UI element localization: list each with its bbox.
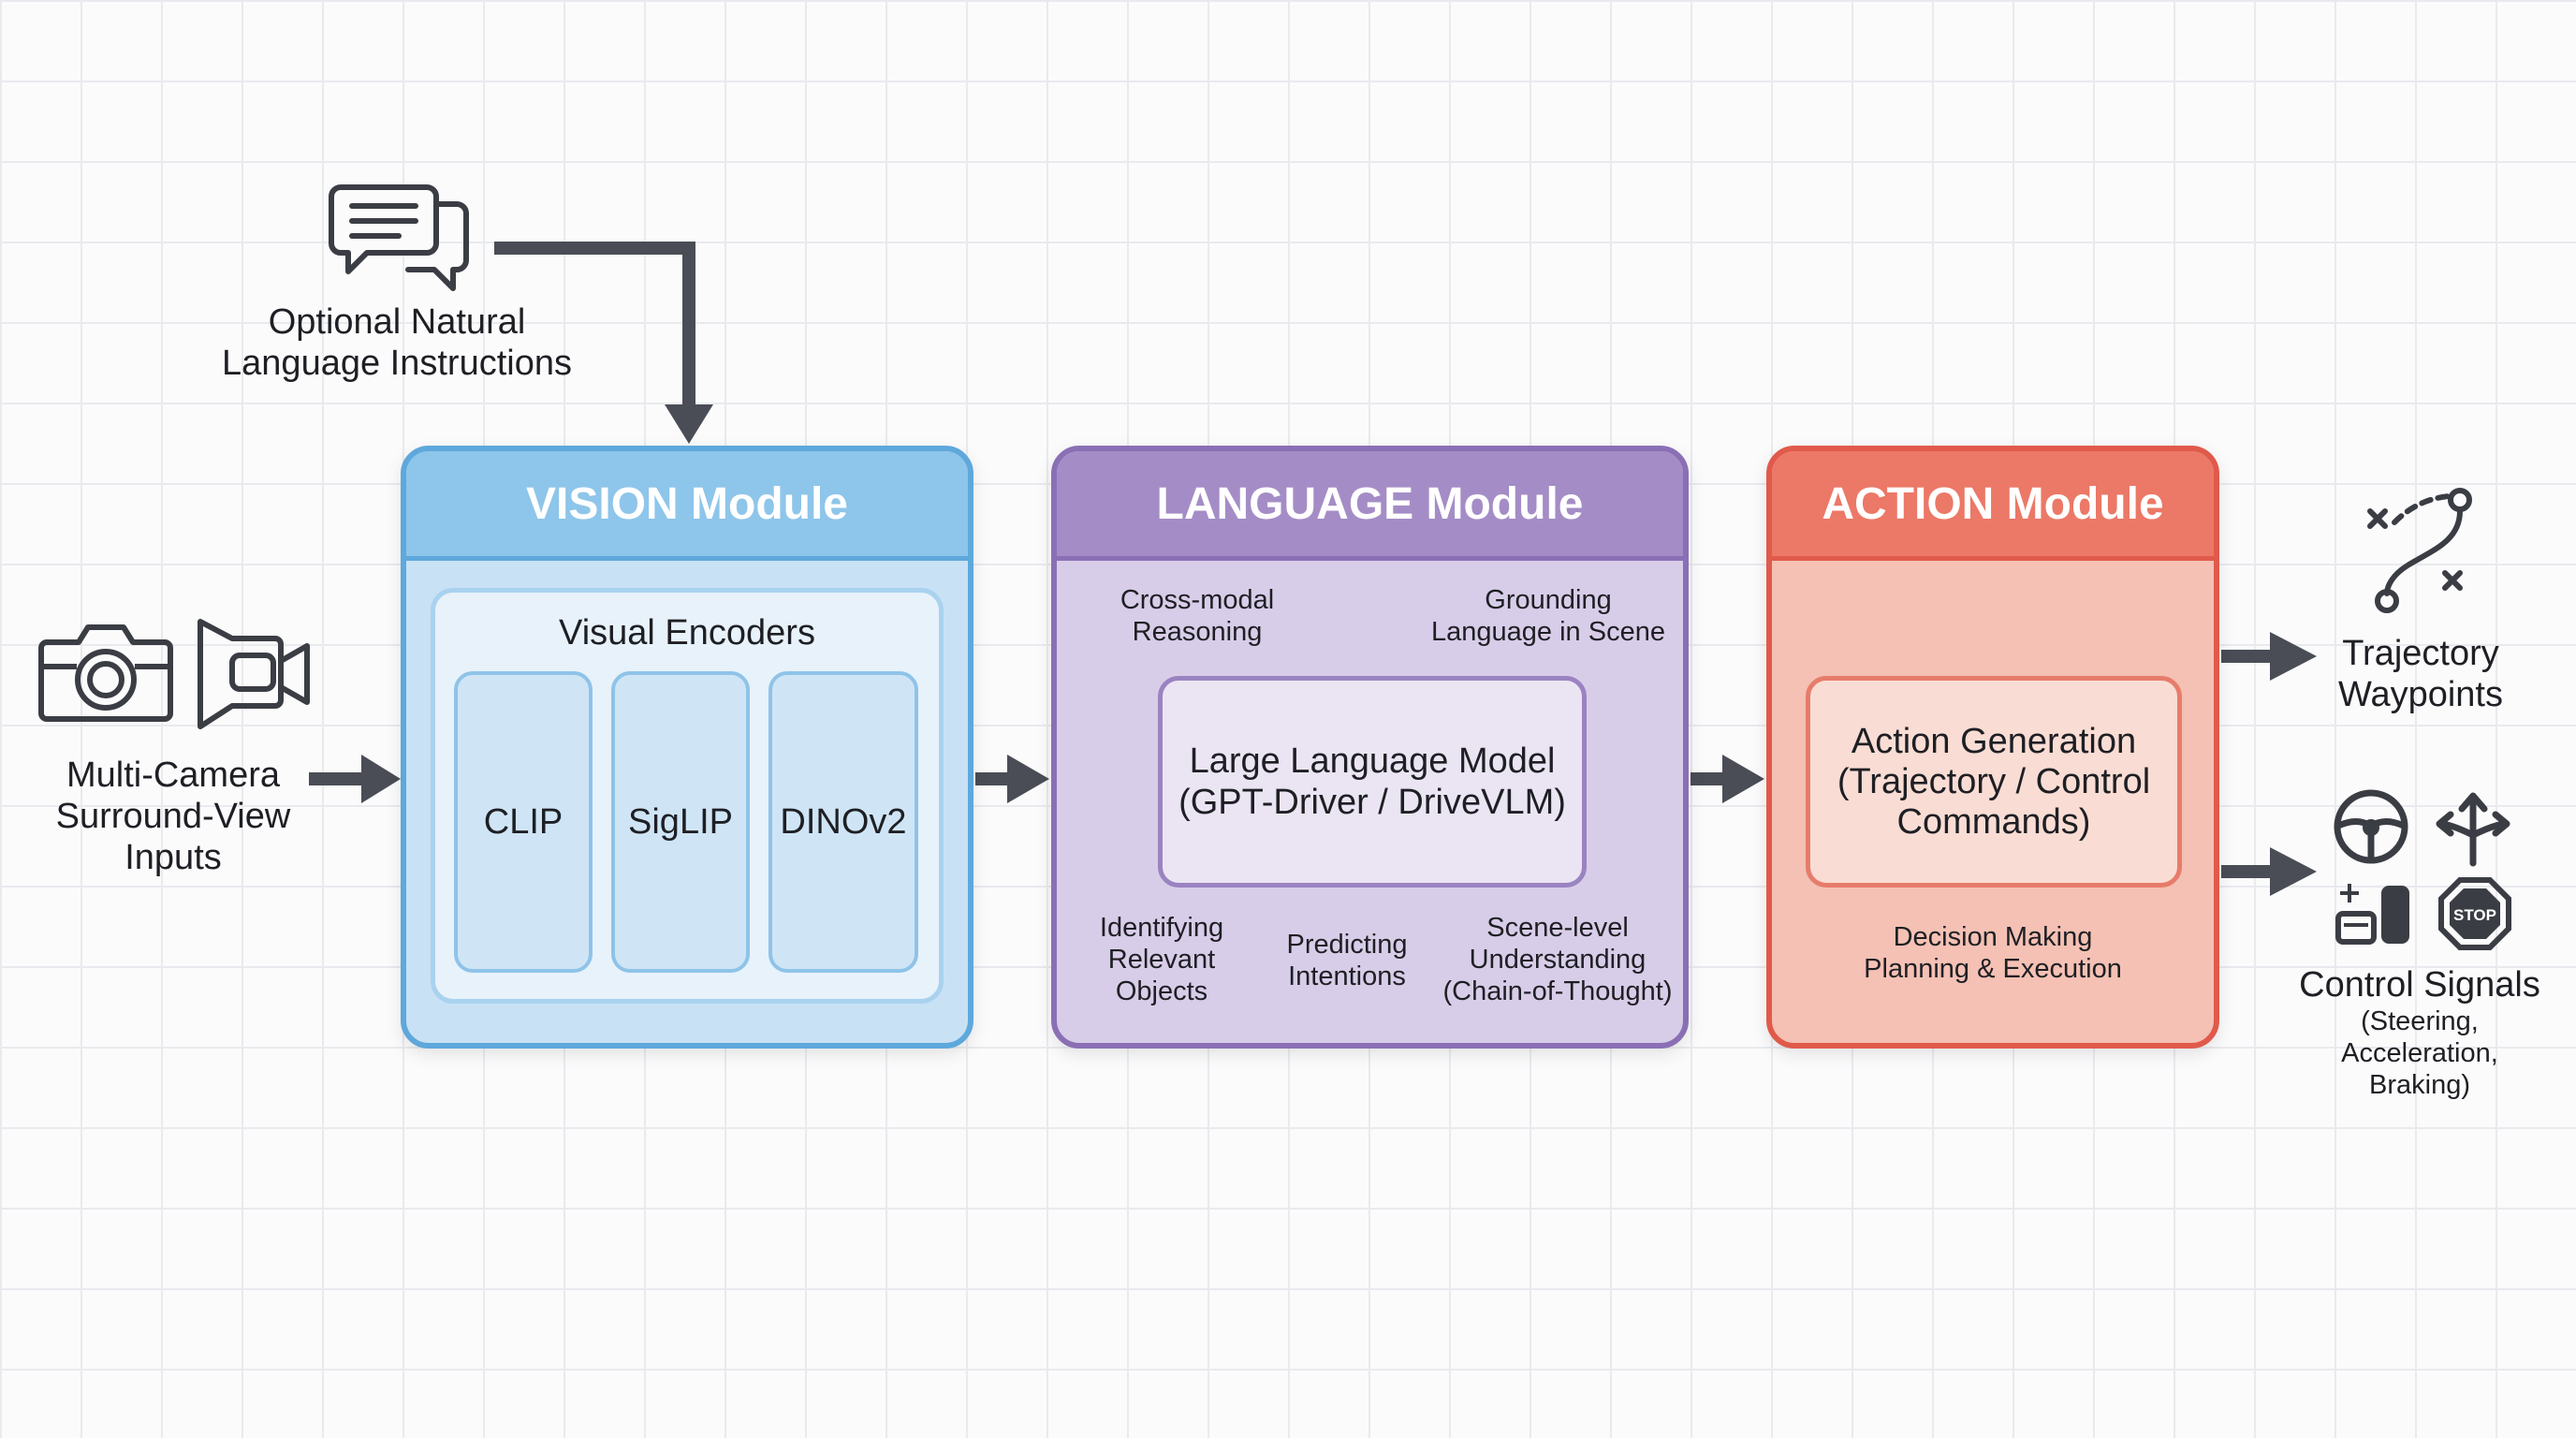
stop-sign-text: STOP — [2453, 906, 2496, 924]
visual-encoders-title: Visual Encoders — [559, 613, 815, 653]
grounding-language-label: Grounding Language in Scene — [1422, 584, 1675, 648]
scene-line1: Scene-level — [1486, 913, 1629, 943]
control-title: Control Signals — [2299, 965, 2540, 1005]
control-arrow-head — [2270, 847, 2317, 896]
instructions-label-line2: Language Instructions — [222, 344, 572, 383]
trajectory-icon — [2367, 488, 2472, 613]
chat-bubbles-icon — [329, 184, 469, 291]
identifying-line2: Relevant — [1107, 945, 1216, 975]
identifying-line1: Identifying — [1099, 913, 1224, 943]
action-gen-line3: Commands) — [1896, 801, 2091, 842]
control-line3: Braking) — [2369, 1070, 2470, 1100]
encoder-siglip: SigLIP — [611, 671, 750, 973]
decision-line2: Planning & Execution — [1864, 954, 2122, 984]
control-line1: (Steering, — [2361, 1006, 2479, 1036]
instructions-arrow-head — [665, 404, 713, 444]
instructions-arrow-horizontal — [494, 242, 695, 255]
camera-icon — [38, 624, 173, 722]
action-gen-line2: (Trajectory / Control — [1837, 761, 2151, 801]
steering-wheel-icon — [2334, 789, 2408, 864]
language-module: LANGUAGE Module Cross-modal Reasoning Gr… — [1051, 446, 1689, 1049]
scene-line3: (Chain-of-Thought) — [1442, 976, 1673, 1006]
inputs-label: Multi-Camera Surround-View Inputs — [19, 755, 328, 878]
encoder-dinov2: DINOv2 — [768, 671, 918, 973]
cross-modal-reasoning-label: Cross-modal Reasoning — [1085, 584, 1310, 648]
decision-making-caption: Decision Making Planning & Execution — [1772, 921, 2214, 985]
inputs-arrow-shaft — [309, 772, 365, 785]
predicting-line2: Intentions — [1288, 961, 1406, 991]
trajectory-arrow-head — [2270, 632, 2317, 681]
trajectory-label: Trajectory Waypoints — [2308, 633, 2533, 715]
inputs-arrow-head — [361, 755, 401, 803]
trajectory-line1: Trajectory — [2342, 634, 2499, 673]
language-module-title: LANGUAGE Module — [1057, 451, 1683, 561]
action-module-title: ACTION Module — [1772, 451, 2214, 561]
identifying-objects-label: Identifying Relevant Objects — [1077, 912, 1246, 1007]
llm-line2: (GPT-Driver / DriveVLM) — [1178, 783, 1566, 822]
predicting-line1: Predicting — [1286, 930, 1408, 960]
instructions-label: Optional Natural Language Instructions — [191, 301, 603, 384]
inputs-label-line1: Multi-Camera — [66, 756, 281, 795]
instructions-arrow-vertical — [682, 242, 695, 410]
encoder-clip: CLIP — [454, 671, 593, 973]
llm-line1: Large Language Model — [1189, 741, 1556, 781]
vision-module-title: VISION Module — [406, 451, 968, 561]
decision-line1: Decision Making — [1893, 922, 2093, 952]
control-line2: Acceleration, — [2341, 1038, 2498, 1068]
vision-language-arrow-shaft — [975, 772, 1011, 785]
action-gen-line1: Action Generation — [1851, 721, 2137, 761]
scene-line2: Understanding — [1469, 945, 1647, 975]
cross-modal-line2: Reasoning — [1132, 617, 1263, 647]
language-action-arrow-shaft — [1690, 772, 1726, 785]
control-signals-label: Control Signals (Steering, Acceleration,… — [2284, 964, 2555, 1101]
video-camera-icon — [198, 619, 310, 729]
inputs-label-line3: Inputs — [124, 838, 222, 877]
trajectory-arrow-shaft — [2221, 650, 2274, 663]
control-arrow-shaft — [2221, 865, 2274, 878]
pedals-icon — [2335, 884, 2409, 945]
instructions-label-line1: Optional Natural — [268, 302, 526, 342]
visual-encoders-box: Visual Encoders CLIP SigLIP DINOv2 — [431, 588, 944, 1004]
vision-language-arrow-head — [1007, 755, 1049, 803]
trajectory-line2: Waypoints — [2338, 675, 2503, 714]
scene-understanding-label: Scene-level Understanding (Chain-of-Thou… — [1431, 912, 1683, 1007]
grounding-line1: Grounding — [1485, 585, 1612, 615]
action-generation-box: Action Generation (Trajectory / Control … — [1806, 676, 2182, 888]
direction-arrows-icon — [2436, 792, 2510, 867]
language-action-arrow-head — [1722, 755, 1764, 803]
vision-module: VISION Module Visual Encoders CLIP SigLI… — [401, 446, 973, 1049]
identifying-line3: Objects — [1115, 976, 1208, 1006]
cross-modal-line1: Cross-modal — [1120, 585, 1275, 615]
llm-box: Large Language Model (GPT-Driver / Drive… — [1158, 676, 1587, 888]
grounding-line2: Language in Scene — [1431, 617, 1665, 647]
action-module: ACTION Module Action Generation (Traject… — [1766, 446, 2219, 1049]
predicting-intentions-label: Predicting Intentions — [1263, 929, 1431, 992]
inputs-label-line2: Surround-View — [55, 797, 291, 836]
stop-sign-icon: STOP — [2438, 877, 2511, 950]
